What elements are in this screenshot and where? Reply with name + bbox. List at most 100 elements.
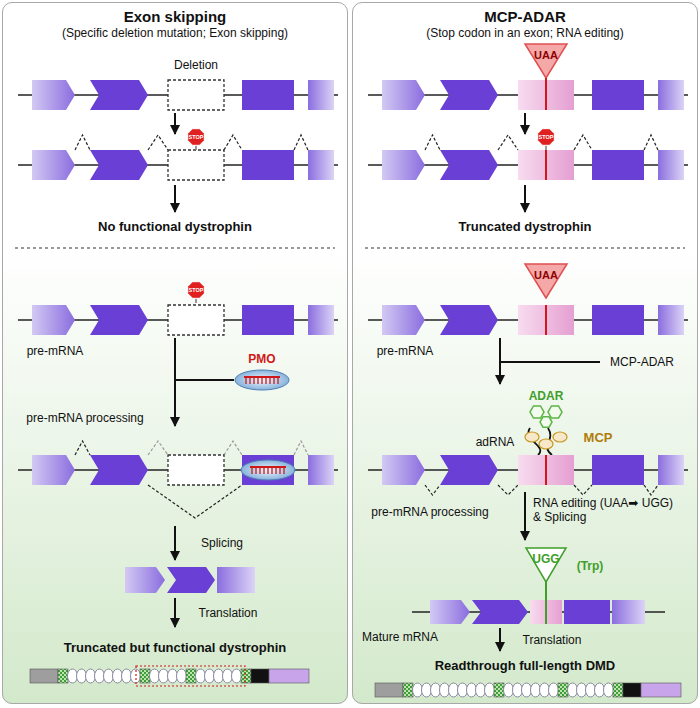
pmo-base	[253, 377, 254, 384]
step-label: Translation	[523, 633, 582, 647]
step-arrow	[524, 113, 526, 134]
exon	[168, 455, 224, 485]
exon	[90, 305, 148, 335]
deletion-label: Deletion	[174, 58, 218, 72]
splice-line	[644, 485, 658, 495]
step-arrow	[174, 526, 176, 560]
codon-triangle	[525, 44, 567, 78]
protein-domain	[241, 669, 251, 683]
exon	[32, 80, 75, 110]
stop-sign	[188, 129, 205, 146]
codon-mark	[545, 80, 547, 110]
exon	[518, 150, 574, 180]
stop-text: STOP	[189, 134, 204, 140]
protein-domain	[494, 683, 504, 697]
stop-sign	[538, 129, 555, 146]
exon	[90, 80, 148, 110]
exon	[658, 455, 684, 485]
edited-codon-line	[545, 582, 547, 624]
pmo-base	[273, 377, 274, 384]
panel-subtitle: (Specific deletion mutation; Exon skippi…	[3, 26, 347, 41]
panel-title: MCP-ADAR	[353, 8, 697, 26]
pmo-base	[251, 467, 252, 474]
pmo-base	[257, 377, 258, 384]
exon	[168, 305, 224, 335]
splice-line	[498, 485, 518, 495]
outcome-label: Truncated dystrophin	[459, 220, 592, 234]
mcp-protein	[539, 439, 553, 449]
stage-label: pre-mRNA	[377, 344, 434, 358]
codon-mark	[545, 305, 547, 335]
exon	[440, 150, 498, 180]
exon	[530, 600, 562, 624]
exon	[564, 600, 610, 624]
exon	[32, 305, 75, 335]
splice-line	[574, 485, 592, 495]
splice-line	[75, 441, 90, 455]
codon-triangle	[526, 548, 566, 582]
pmo-oligo	[241, 460, 295, 480]
spectrin-repeat	[485, 683, 495, 697]
outcome-label: No functional dystrophin	[98, 220, 252, 234]
exon	[382, 80, 425, 110]
stop-text: STOP	[539, 134, 554, 140]
exon	[242, 150, 294, 180]
splice-line	[75, 135, 90, 150]
pmo-base	[275, 467, 276, 474]
splice-line	[498, 135, 518, 150]
exon	[90, 455, 148, 485]
step-arrow	[174, 338, 176, 426]
step-label: Splicing	[201, 536, 243, 550]
step-arrow	[524, 492, 526, 540]
step-arrow	[499, 628, 501, 651]
protein-domain	[375, 683, 403, 697]
protein-domain	[251, 669, 269, 683]
pmo-base	[259, 467, 260, 474]
spectrin-repeat	[604, 683, 614, 697]
pmo-base	[283, 467, 284, 474]
protein-domain	[186, 669, 196, 683]
inhibitor-bar	[499, 355, 501, 369]
adar-domain	[540, 417, 552, 427]
pmo-base	[267, 467, 268, 474]
step-arrow	[499, 338, 501, 384]
exon	[242, 455, 294, 485]
codon-label: UAA	[534, 268, 558, 282]
protein-domain	[58, 669, 68, 683]
exon	[472, 600, 528, 624]
exon	[592, 305, 644, 335]
exon	[308, 455, 334, 485]
mcp-protein	[553, 432, 567, 442]
splice-line	[224, 441, 242, 455]
exon	[90, 150, 148, 180]
splice-line	[148, 441, 168, 455]
step-arrow	[174, 598, 176, 627]
edited-codon-line	[545, 600, 547, 624]
protein-domain	[558, 683, 568, 697]
pmo-base	[269, 377, 270, 384]
protein-domain	[403, 683, 413, 697]
separator	[15, 247, 335, 249]
reagent-label: MCP-ADAR	[610, 355, 674, 369]
codon-mark	[545, 455, 547, 485]
exon	[430, 600, 470, 624]
pmo-base	[279, 467, 280, 474]
pmo-label: PMO	[248, 352, 275, 366]
stage-label: Mature mRNA	[362, 630, 438, 644]
exon	[440, 455, 498, 485]
step-arrow	[174, 113, 176, 134]
exon	[308, 150, 334, 180]
exon	[242, 80, 294, 110]
splice-line	[148, 135, 168, 150]
exon	[32, 455, 75, 485]
splice-line	[425, 485, 440, 495]
skip-splice-line	[148, 485, 242, 518]
codon-mark	[545, 78, 547, 80]
exon	[125, 567, 165, 593]
exon	[168, 80, 224, 110]
protein-domain	[623, 683, 641, 697]
part-label: MCP	[584, 431, 613, 445]
part-label: adRNA	[476, 435, 515, 449]
